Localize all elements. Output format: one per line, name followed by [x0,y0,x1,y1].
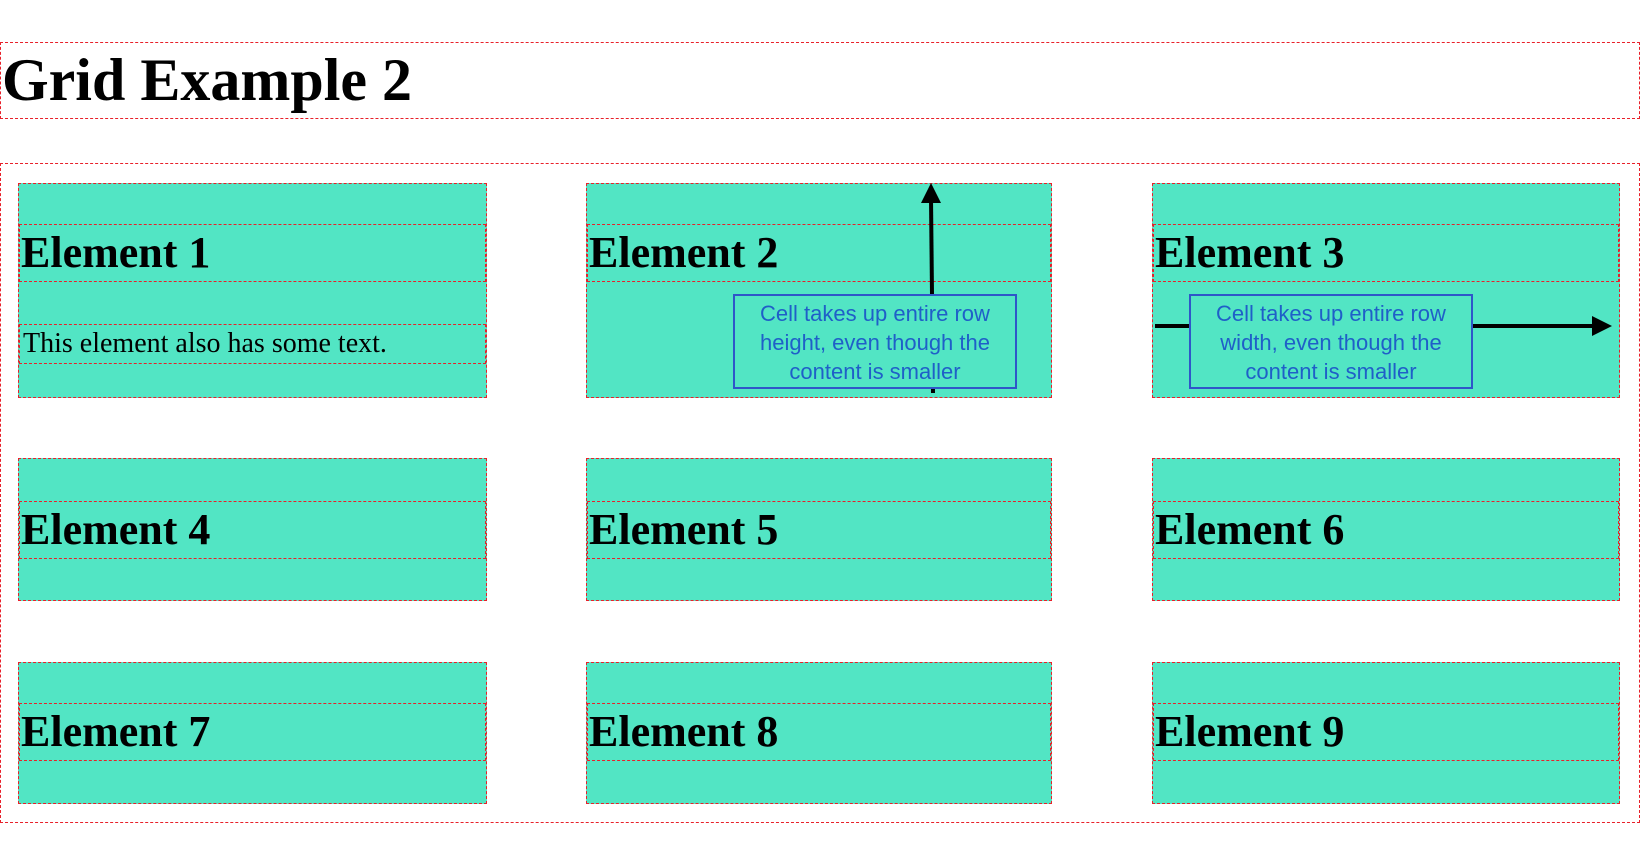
cell-heading: Element 9 [1155,707,1345,756]
grid-cell-5: Element 5 [586,458,1052,601]
note-line: Cell takes up entire row [760,301,990,326]
note-line: Cell takes up entire row [1216,301,1446,326]
note-line: content is smaller [1245,359,1417,384]
text-margin-box [19,324,486,364]
page-title: Grid Example 2 [2,47,413,113]
heading-margin-box [1153,224,1619,282]
heading-margin-box [1153,703,1619,761]
row-width-note: Cell takes up entire row width, even tho… [1189,294,1473,389]
cell-heading: Element 5 [589,505,779,554]
cell-heading: Element 2 [589,228,779,277]
cell-heading: Element 3 [1155,228,1345,277]
grid-cell-4: Element 4 [18,458,487,601]
heading-margin-box [587,703,1051,761]
note-line: width, even though the [1220,330,1442,355]
note-line: height, even though the [760,330,990,355]
grid-cell-7: Element 7 [18,662,487,804]
grid-cell-8: Element 8 [586,662,1052,804]
grid-cell-6: Element 6 [1152,458,1620,601]
heading-margin-box [19,703,486,761]
heading-margin-box [19,501,486,559]
heading-margin-box [19,224,486,282]
note-line: content is smaller [789,359,961,384]
heading-margin-box [587,224,1051,282]
cell-heading: Element 4 [21,505,211,554]
cell-heading: Element 8 [589,707,779,756]
grid-cell-2: Element 2 [586,183,1052,398]
cell-heading: Element 1 [21,228,211,277]
heading-margin-box [587,501,1051,559]
cell-heading: Element 7 [21,707,211,756]
cell-text: This element also has some text. [23,328,387,359]
grid-cell-1: Element 1 This element also has some tex… [18,183,487,398]
cell-heading: Element 6 [1155,505,1345,554]
heading-margin-box [1153,501,1619,559]
row-height-note: Cell takes up entire row height, even th… [733,294,1017,389]
grid-cell-9: Element 9 [1152,662,1620,804]
